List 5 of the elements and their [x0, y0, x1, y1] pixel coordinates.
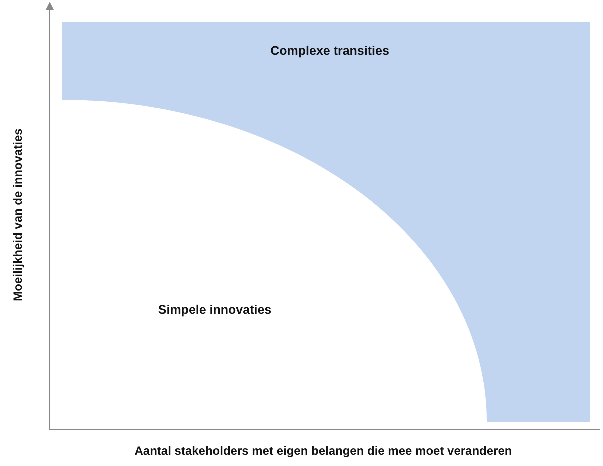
region-label: Simpele innovaties [158, 303, 272, 317]
region-label: Complexe transities [270, 44, 390, 58]
x-axis-label: Aantal stakeholders met eigen belangen die mee moet veranderen [134, 444, 512, 458]
complex-region [62, 22, 590, 422]
y-axis-label: Moeilijkheid van de innovaties [11, 128, 25, 302]
